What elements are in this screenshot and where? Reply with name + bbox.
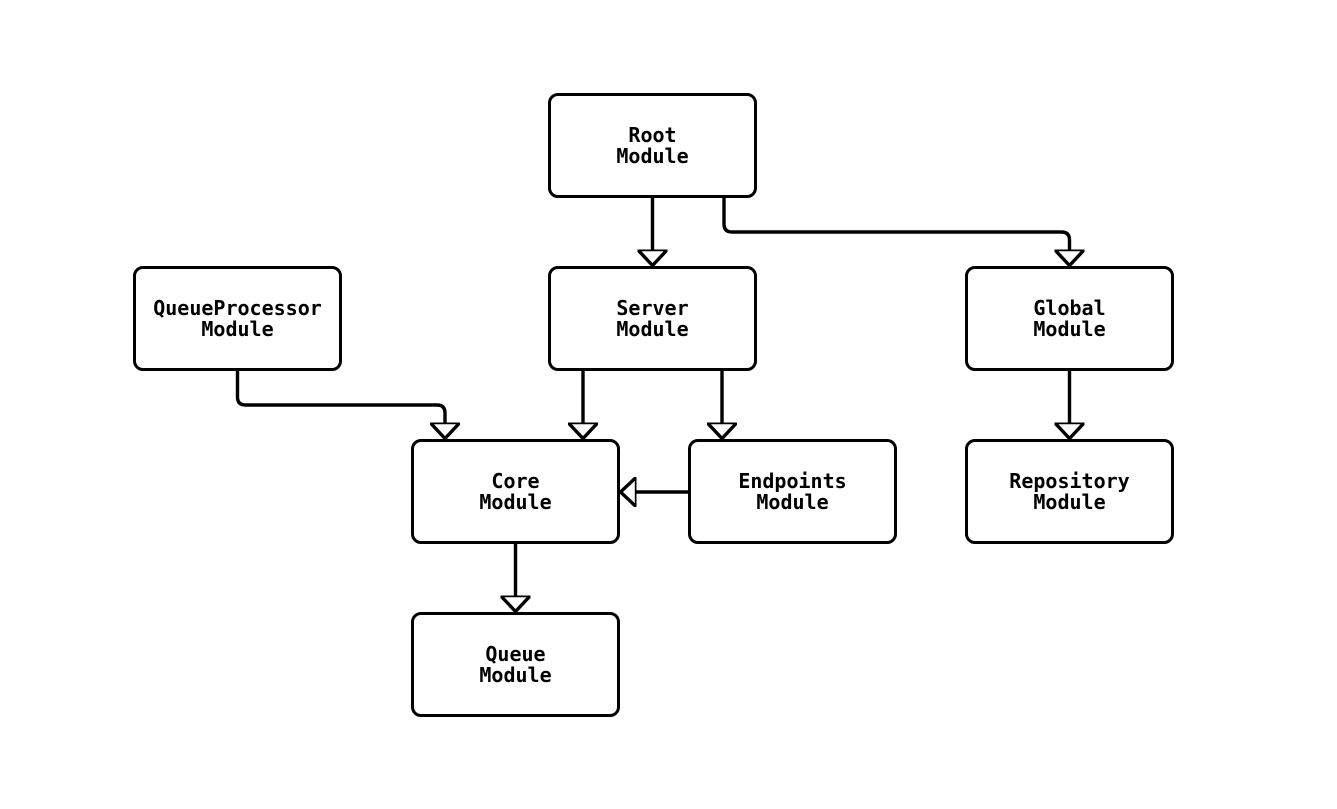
node-server-module: Server Module <box>548 266 757 371</box>
node-label: QueueProcessor <box>153 295 322 320</box>
node-label: Module <box>756 489 829 514</box>
node-core-module: Core Module <box>411 439 620 544</box>
node-queue-module: Queue Module <box>411 612 620 717</box>
node-label: Global <box>1033 295 1106 320</box>
node-label: Module <box>1033 489 1106 514</box>
node-label: Module <box>616 143 689 168</box>
node-label: Queue <box>485 641 546 666</box>
node-repository-module: Repository Module <box>965 439 1174 544</box>
node-label: Module <box>479 662 552 687</box>
node-label: Repository <box>1009 468 1130 493</box>
node-endpoints-module: Endpoints Module <box>688 439 897 544</box>
node-label: Endpoints <box>738 468 847 493</box>
node-label: Core <box>491 468 540 493</box>
edge-root-to-global <box>722 198 1070 250</box>
node-global-module: Global Module <box>965 266 1174 371</box>
node-label: Root <box>628 122 677 147</box>
node-label: Module <box>479 489 552 514</box>
node-label: Module <box>201 316 274 341</box>
node-label: Module <box>1033 316 1106 341</box>
node-label: Server <box>616 295 689 320</box>
edge-queueprocessor-to-core <box>235 371 446 423</box>
node-queueprocessor-module: QueueProcessor Module <box>133 266 342 371</box>
node-root-module: Root Module <box>548 93 757 198</box>
node-label: Module <box>616 316 689 341</box>
